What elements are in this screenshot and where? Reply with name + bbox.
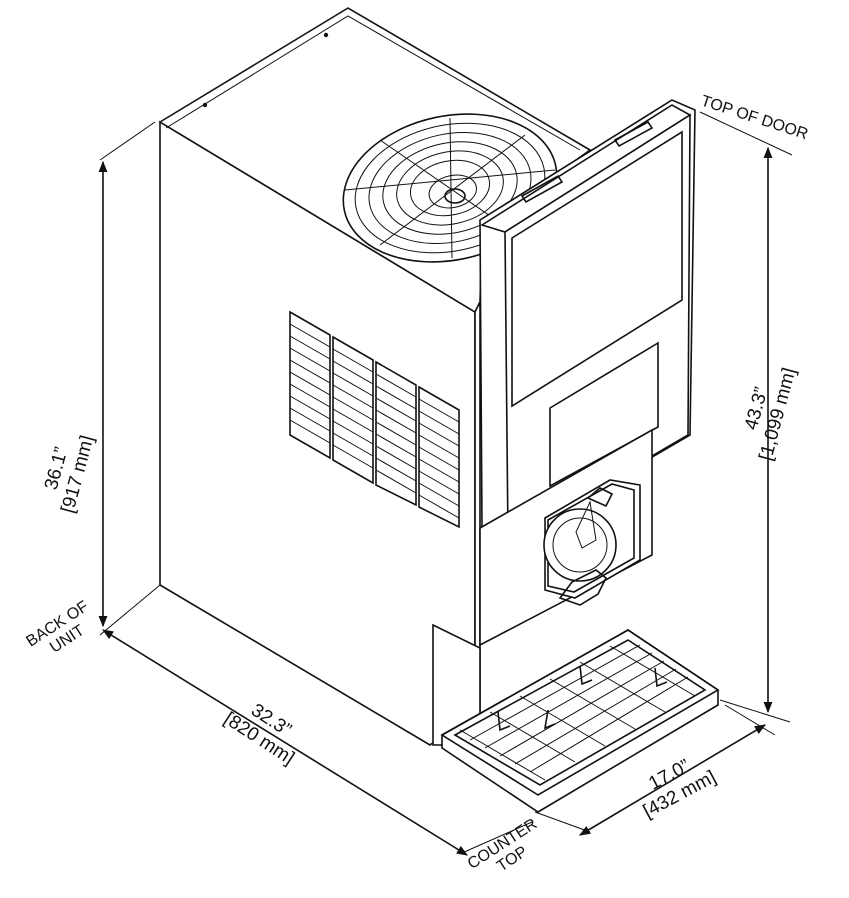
dimension-depth [102,629,533,856]
drip-tray [432,623,720,813]
side-vents [289,310,460,529]
dimension-height-back [98,121,161,636]
dimension-height-door [699,111,793,723]
door-panel [479,99,696,542]
fan-grille [342,113,558,263]
dispense-valve-area [479,428,653,647]
dimension-width [534,704,776,836]
top-of-door-label: TOP OF DOOR [699,93,810,144]
